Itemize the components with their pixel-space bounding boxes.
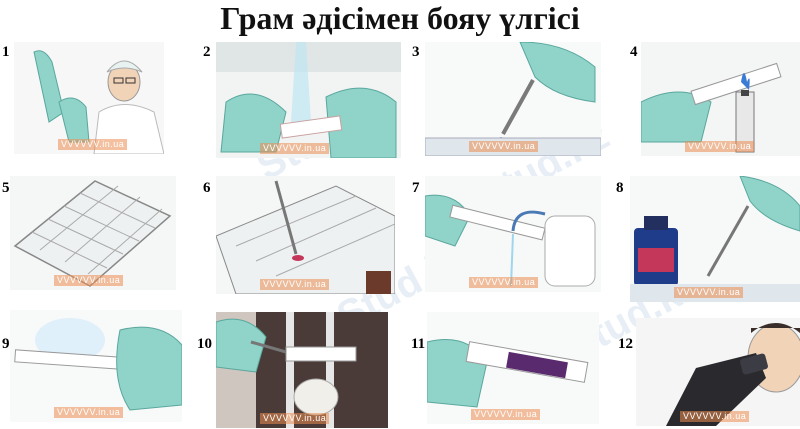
panel-credit: VVVVVV.in.ua bbox=[260, 413, 330, 424]
step-number: 8 bbox=[616, 180, 624, 196]
panel-credit: VVVVVV.in.ua bbox=[260, 279, 330, 290]
panel-credit: VVVVVV.in.ua bbox=[685, 141, 755, 152]
dry-slide-icon bbox=[10, 310, 182, 422]
step-number: 4 bbox=[630, 44, 638, 60]
step-panel-8: VVVVVV.in.ua bbox=[630, 176, 800, 302]
panel-credit: VVVVVV.in.ua bbox=[469, 141, 539, 152]
flame-sterilize-icon bbox=[641, 42, 800, 156]
step-panel-2: VVVVVV.in.ua bbox=[216, 42, 401, 158]
step-number: 10 bbox=[197, 336, 212, 352]
panel-credit: VVVVVV.in.ua bbox=[680, 411, 750, 422]
panel-credit: VVVVVV.in.ua bbox=[54, 407, 124, 418]
step-panel-5: VVVVVV.in.ua bbox=[10, 176, 176, 290]
page-title: Грам әдісімен бояу үлгісі bbox=[220, 0, 580, 36]
slide-holder-icon bbox=[216, 312, 388, 428]
stained-slide-icon bbox=[427, 312, 599, 424]
step-panel-7: VVVVVV.in.ua bbox=[425, 176, 601, 292]
gloves-icon bbox=[14, 42, 164, 154]
slide-rack-icon bbox=[10, 176, 176, 290]
panel-credit: VVVVVV.in.ua bbox=[471, 409, 541, 420]
step-number: 11 bbox=[411, 336, 426, 352]
sample-drop-icon bbox=[216, 176, 395, 294]
step-panel-9: VVVVVV.in.ua bbox=[10, 310, 182, 422]
step-number: 12 bbox=[618, 336, 633, 352]
step-panel-3: VVVVVV.in.ua bbox=[425, 42, 601, 156]
step-number: 3 bbox=[412, 44, 420, 60]
step-number: 6 bbox=[203, 180, 211, 196]
step-number: 1 bbox=[2, 44, 10, 60]
step-panel-4: VVVVVV.in.ua bbox=[641, 42, 800, 156]
step-number: 7 bbox=[412, 180, 420, 196]
step-panel-1: VVVVVV.in.ua bbox=[14, 42, 164, 154]
step-number: 9 bbox=[2, 336, 10, 352]
step-number: 5 bbox=[2, 180, 10, 196]
pipette-icon bbox=[425, 42, 601, 156]
panel-credit: VVVVVV.in.ua bbox=[469, 277, 539, 288]
step-panel-11: VVVVVV.in.ua bbox=[427, 312, 599, 424]
step-panel-12: VVVVVV.in.ua bbox=[636, 318, 800, 426]
rinse-bottle-icon bbox=[425, 176, 601, 292]
step-panel-10: VVVVVV.in.ua bbox=[216, 312, 388, 428]
step-number: 2 bbox=[203, 44, 211, 60]
stain-bottle-icon bbox=[630, 176, 800, 302]
panel-credit: VVVVVV.in.ua bbox=[54, 275, 124, 286]
panel-credit: VVVVVV.in.ua bbox=[58, 139, 128, 150]
microscope-icon bbox=[636, 318, 800, 426]
step-panel-6: VVVVVV.in.ua bbox=[216, 176, 395, 294]
panel-credit: VVVVVV.in.ua bbox=[260, 143, 330, 154]
panel-credit: VVVVVV.in.ua bbox=[674, 287, 744, 298]
water-tap-icon bbox=[216, 42, 401, 158]
